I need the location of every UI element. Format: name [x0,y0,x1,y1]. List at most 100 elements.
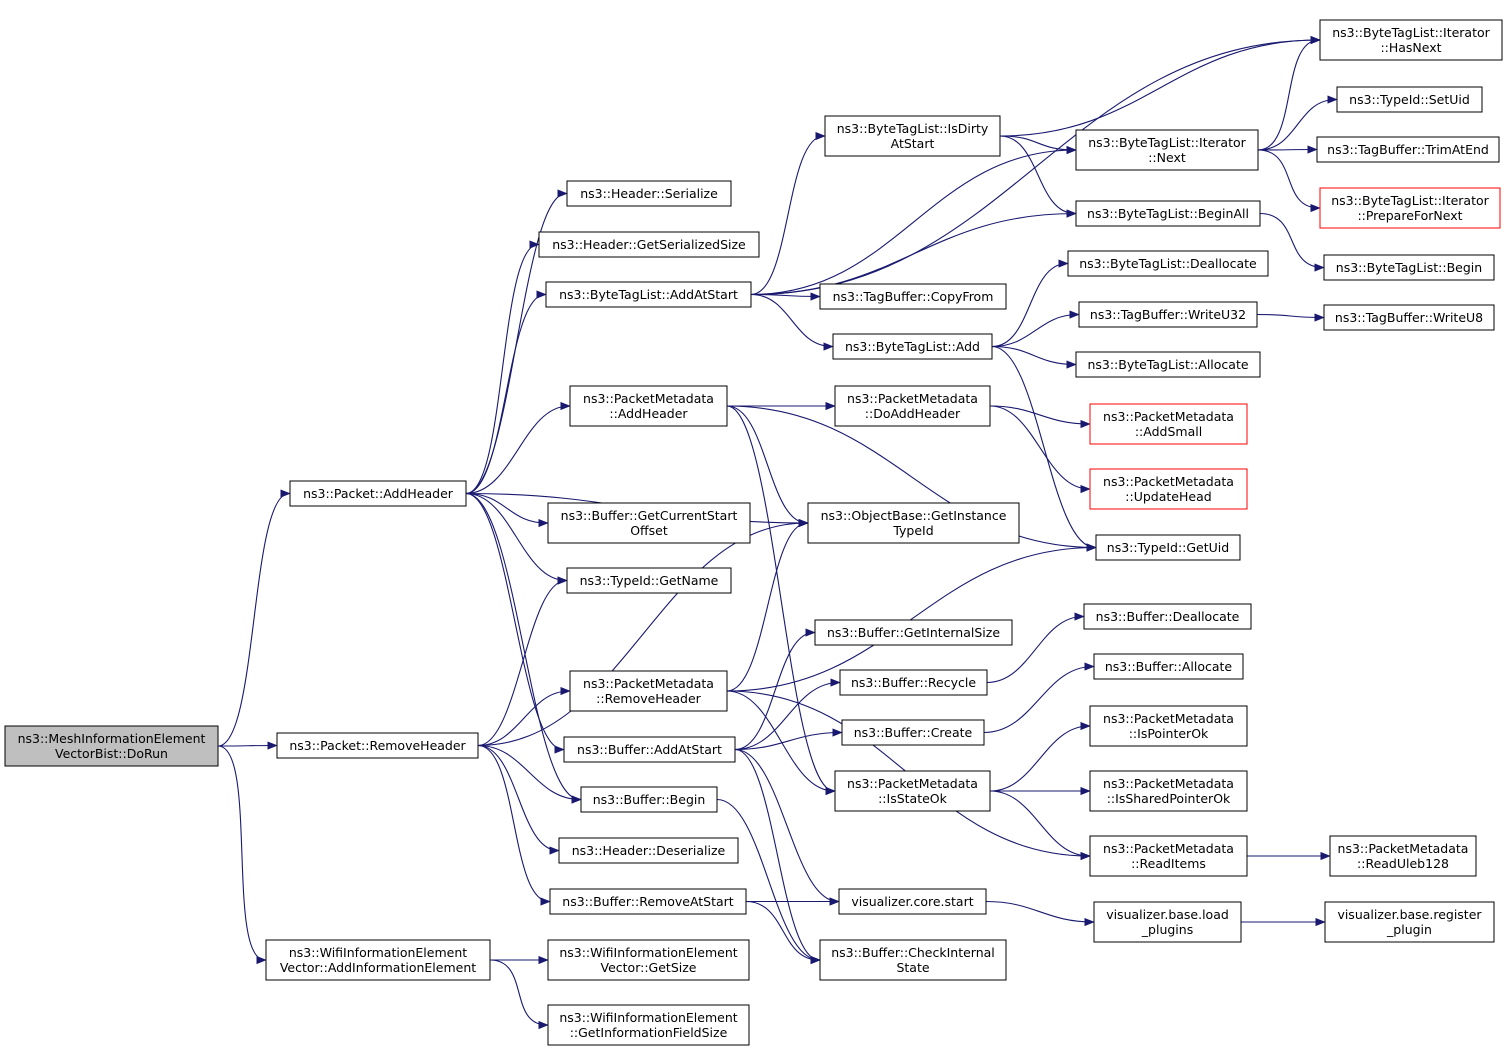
node-label: ns3::WifiInformationElement [559,1010,737,1025]
node-pm_removeheader[interactable]: ns3::PacketMetadata::RemoveHeader [569,670,728,712]
edge-pkt_removeheader-to-hdr_deserialize [477,744,558,851]
edge-buf_recycle-to-buf_dealloc [986,617,1083,684]
node-buf_getinternalsize[interactable]: ns3::Buffer::GetInternalSize [814,619,1013,646]
node-tb_trimatend[interactable]: ns3::TagBuffer::TrimAtEnd [1316,136,1500,163]
node-label: ns3::TagBuffer::WriteU8 [1335,310,1483,325]
node-btl_beginall[interactable]: ns3::ByteTagList::BeginAll [1075,200,1261,227]
node-label: ns3::PacketMetadata [583,676,714,691]
node-label: ::ReadUleb128 [1357,856,1449,871]
node-pm_readuleb[interactable]: ns3::PacketMetadata::ReadUleb128 [1329,835,1477,877]
edge-pm_doaddheader-to-pm_updatehead [989,405,1089,489]
node-pm_issharedpointerok[interactable]: ns3::PacketMetadata::IsSharedPointerOk [1089,770,1248,812]
node-label: ns3::TagBuffer::TrimAtEnd [1327,142,1489,157]
edge-vis_core_start-to-vis_base_load [985,900,1093,923]
edge-btl_add-to-btl_allocate [991,345,1075,365]
node-typeid_setuid[interactable]: ns3::TypeId::SetUid [1336,86,1483,113]
node-pkt_addheader[interactable]: ns3::Packet::AddHeader [289,480,467,507]
node-buf_create[interactable]: ns3::Buffer::Create [841,719,985,746]
node-buf_begin[interactable]: ns3::Buffer::Begin [580,786,718,813]
node-label: ns3::WifiInformationElement [559,945,737,960]
node-box [569,385,728,427]
node-label: Vector::GetSize [601,960,697,975]
node-vis_base_register[interactable]: visualizer.base.register_plugin [1324,901,1495,943]
node-label: ns3::ByteTagList::Allocate [1087,357,1248,372]
node-buf_dealloc[interactable]: ns3::Buffer::Deallocate [1083,603,1252,630]
node-tb_writeu32[interactable]: ns3::TagBuffer::WriteU32 [1078,301,1258,328]
edge-pm_addheader-to-typeid_getuid [726,405,1095,548]
node-pm_isstateok[interactable]: ns3::PacketMetadata::IsStateOk [834,770,991,812]
node-hdr_serialize[interactable]: ns3::Header::Serialize [566,180,732,207]
node-typeid_getname[interactable]: ns3::TypeId::GetName [566,567,732,594]
node-pm_updatehead[interactable]: ns3::PacketMetadata::UpdateHead [1089,468,1248,510]
edge-pm_doaddheader-to-pm_addsmall [989,405,1089,424]
node-box [838,888,987,915]
node-wifi_getsize[interactable]: ns3::WifiInformationElementVector::GetSi… [547,939,750,981]
node-btl_begin[interactable]: ns3::ByteTagList::Begin [1323,254,1495,281]
node-tb_writeu8[interactable]: ns3::TagBuffer::WriteU8 [1323,304,1495,331]
node-box [1089,770,1248,812]
node-btl_allocate[interactable]: ns3::ByteTagList::Allocate [1075,351,1261,378]
node-box [1319,187,1501,229]
node-pm_doaddheader[interactable]: ns3::PacketMetadata::DoAddHeader [834,385,991,427]
node-vis_base_load[interactable]: visualizer.base.load_plugins [1093,901,1242,943]
node-box [538,231,760,258]
node-btl_dealloc[interactable]: ns3::ByteTagList::Deallocate [1067,250,1269,277]
node-box [569,670,728,712]
edge-pm_addheader-to-ob_getinstance [726,405,807,523]
node-label: ns3::ByteTagList::Add [845,339,980,354]
node-wifi_addie[interactable]: ns3::WifiInformationElementVector::AddIn… [265,939,491,981]
node-btl_addatstart[interactable]: ns3::ByteTagList::AddAtStart [545,281,752,308]
node-pm_ispointerok[interactable]: ns3::PacketMetadata::IsPointerOk [1089,705,1248,747]
node-label: ns3::Buffer::CheckInternal [831,945,995,960]
node-box [1089,403,1248,445]
edge-pm_isstateok-to-pm_readitems [989,790,1089,856]
node-box [1093,653,1244,680]
node-label: ns3::Header::Serialize [580,186,718,201]
edge-buf_begin-to-buf_checkinternal [716,798,819,961]
node-box [834,770,991,812]
node-wifi_getinfosize[interactable]: ns3::WifiInformationElement::GetInformat… [547,1004,750,1046]
node-box [558,837,739,864]
node-label: ns3::WifiInformationElement [289,945,467,960]
node-box [807,502,1020,544]
node-box [276,732,479,759]
edge-pkt_removeheader-to-ob_getinstance [477,523,807,747]
node-root[interactable]: ns3::MeshInformationElementVectorBist::D… [4,725,219,767]
node-buf_addatstart[interactable]: ns3::Buffer::AddAtStart [563,736,736,763]
node-box [1089,468,1248,510]
edge-root-to-pkt_removeheader [217,746,276,747]
node-label: ns3::TypeId::SetUid [1349,92,1470,107]
node-btl_it_hasnext[interactable]: ns3::ByteTagList::Iterator::HasNext [1319,19,1503,61]
node-buf_removeatstart[interactable]: ns3::Buffer::RemoveAtStart [549,888,747,915]
node-label: ::Next [1148,150,1186,165]
node-label: ns3::Buffer::Deallocate [1096,609,1240,624]
node-hdr_deserialize[interactable]: ns3::Header::Deserialize [558,837,739,864]
node-hdr_getsersize[interactable]: ns3::Header::GetSerializedSize [538,231,760,258]
node-box [549,888,747,915]
node-label: ns3::ByteTagList::Iterator [1332,25,1490,40]
node-vis_core_start[interactable]: visualizer.core.start [838,888,987,915]
node-pm_readitems[interactable]: ns3::PacketMetadata::ReadItems [1089,835,1248,877]
node-pkt_removeheader[interactable]: ns3::Packet::RemoveHeader [276,732,479,759]
node-pm_addsmall[interactable]: ns3::PacketMetadata::AddSmall [1089,403,1248,445]
node-buf_allocate[interactable]: ns3::Buffer::Allocate [1093,653,1244,680]
edge-pkt_removeheader-to-typeid_getname [477,581,566,747]
node-label: ns3::PacketMetadata [1338,841,1469,856]
node-label: VectorBist::DoRun [55,746,168,761]
node-box [841,719,985,746]
node-pm_addheader[interactable]: ns3::PacketMetadata::AddHeader [569,385,728,427]
node-box [1075,129,1259,171]
node-box [814,619,1013,646]
node-btl_add[interactable]: ns3::ByteTagList::Add [832,333,993,360]
node-typeid_getuid[interactable]: ns3::TypeId::GetUid [1095,534,1241,561]
edge-pkt_addheader-to-pm_addheader [465,406,569,495]
node-btl_it_prepare[interactable]: ns3::ByteTagList::Iterator::PrepareForNe… [1319,187,1501,229]
call-edges [217,40,1336,1025]
node-btl_it_next[interactable]: ns3::ByteTagList::Iterator::Next [1075,129,1259,171]
node-tb_copyfrom[interactable]: ns3::TagBuffer::CopyFrom [819,283,1007,310]
node-buf_recycle[interactable]: ns3::Buffer::Recycle [839,669,988,696]
